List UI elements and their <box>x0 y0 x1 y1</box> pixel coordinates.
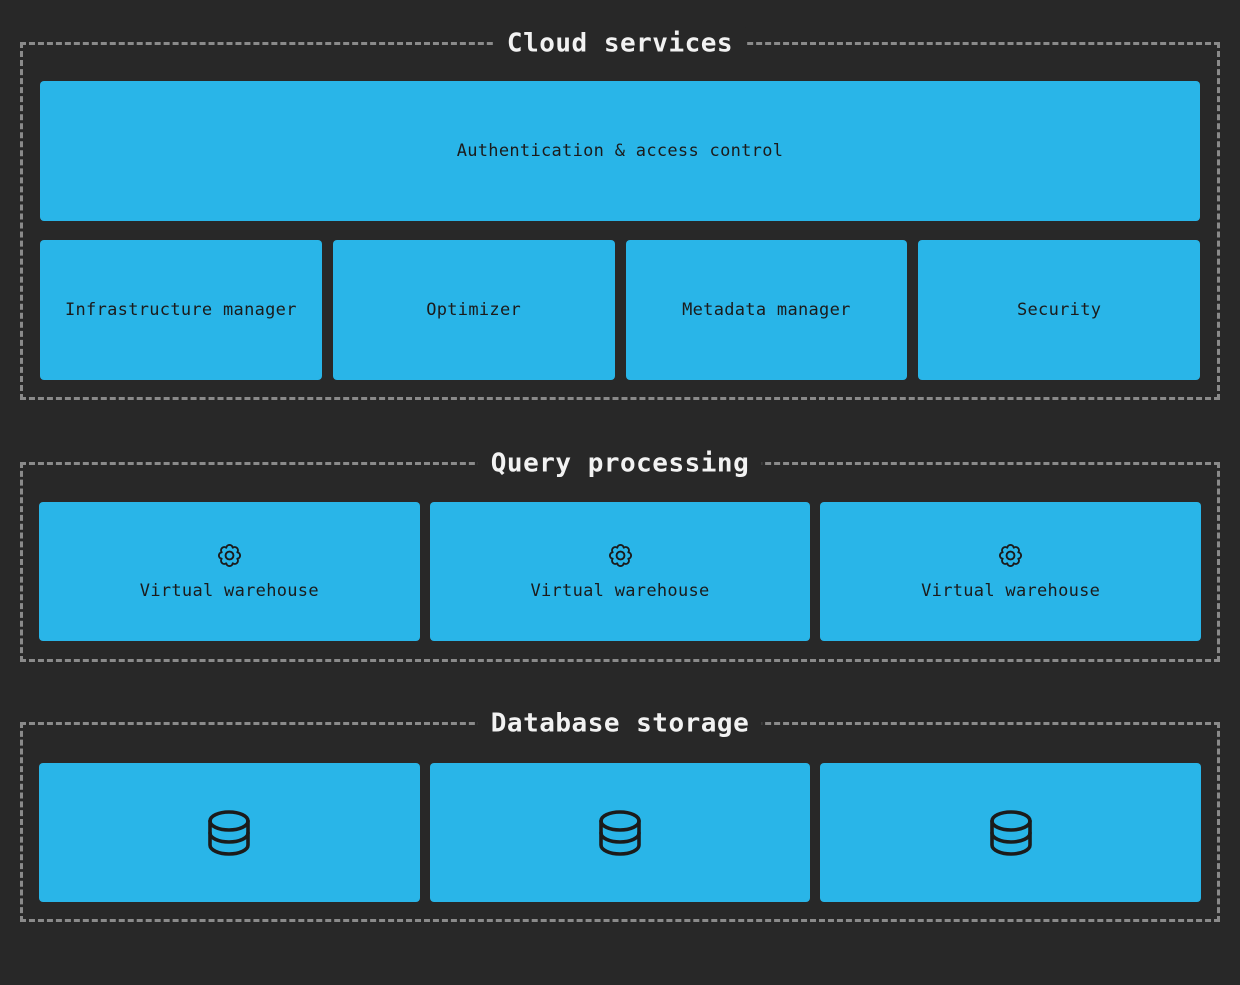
database-icon <box>596 808 644 858</box>
virtual-warehouse-box: Virtual warehouse <box>820 502 1202 641</box>
database-storage-row <box>39 763 1202 902</box>
database-box <box>429 763 811 902</box>
virtual-warehouse-label: Virtual warehouse <box>921 581 1101 601</box>
virtual-warehouse-label: Virtual warehouse <box>530 581 710 601</box>
virtual-warehouse-box: Virtual warehouse <box>429 502 811 641</box>
query-processing-row: Virtual warehouse Virtual warehouse <box>39 502 1202 641</box>
authentication-access-control-box: Authentication & access control <box>40 81 1200 221</box>
optimizer-box: Optimizer <box>332 240 615 380</box>
metadata-manager-box: Metadata manager <box>625 240 908 380</box>
section-query-processing: Query processing Virtual warehouse <box>20 447 1220 662</box>
security-box: Security <box>918 240 1200 380</box>
authentication-access-control-label: Authentication & access control <box>456 141 784 161</box>
database-icon <box>205 808 253 858</box>
database-box <box>39 763 420 902</box>
virtual-warehouse-box: Virtual warehouse <box>39 502 420 641</box>
query-processing-title: Query processing <box>477 447 763 480</box>
cloud-services-row: Infrastructure manager Optimizer Metadat… <box>40 240 1200 380</box>
metadata-manager-label: Metadata manager <box>682 300 851 320</box>
gear-icon <box>997 542 1024 569</box>
gear-icon <box>607 542 634 569</box>
security-label: Security <box>1016 300 1102 320</box>
database-box <box>820 763 1202 902</box>
virtual-warehouse-label: Virtual warehouse <box>139 581 319 601</box>
gear-icon <box>216 542 243 569</box>
infrastructure-manager-box: Infrastructure manager <box>40 240 322 380</box>
section-cloud-services: Cloud services Authentication & access c… <box>20 27 1220 400</box>
optimizer-label: Optimizer <box>426 300 522 320</box>
architecture-diagram: Cloud services Authentication & access c… <box>0 27 1240 985</box>
database-storage-title: Database storage <box>477 707 763 740</box>
cloud-services-title: Cloud services <box>493 27 747 60</box>
database-icon <box>987 808 1035 858</box>
infrastructure-manager-label: Infrastructure manager <box>64 300 297 320</box>
section-database-storage: Database storage <box>20 707 1220 922</box>
